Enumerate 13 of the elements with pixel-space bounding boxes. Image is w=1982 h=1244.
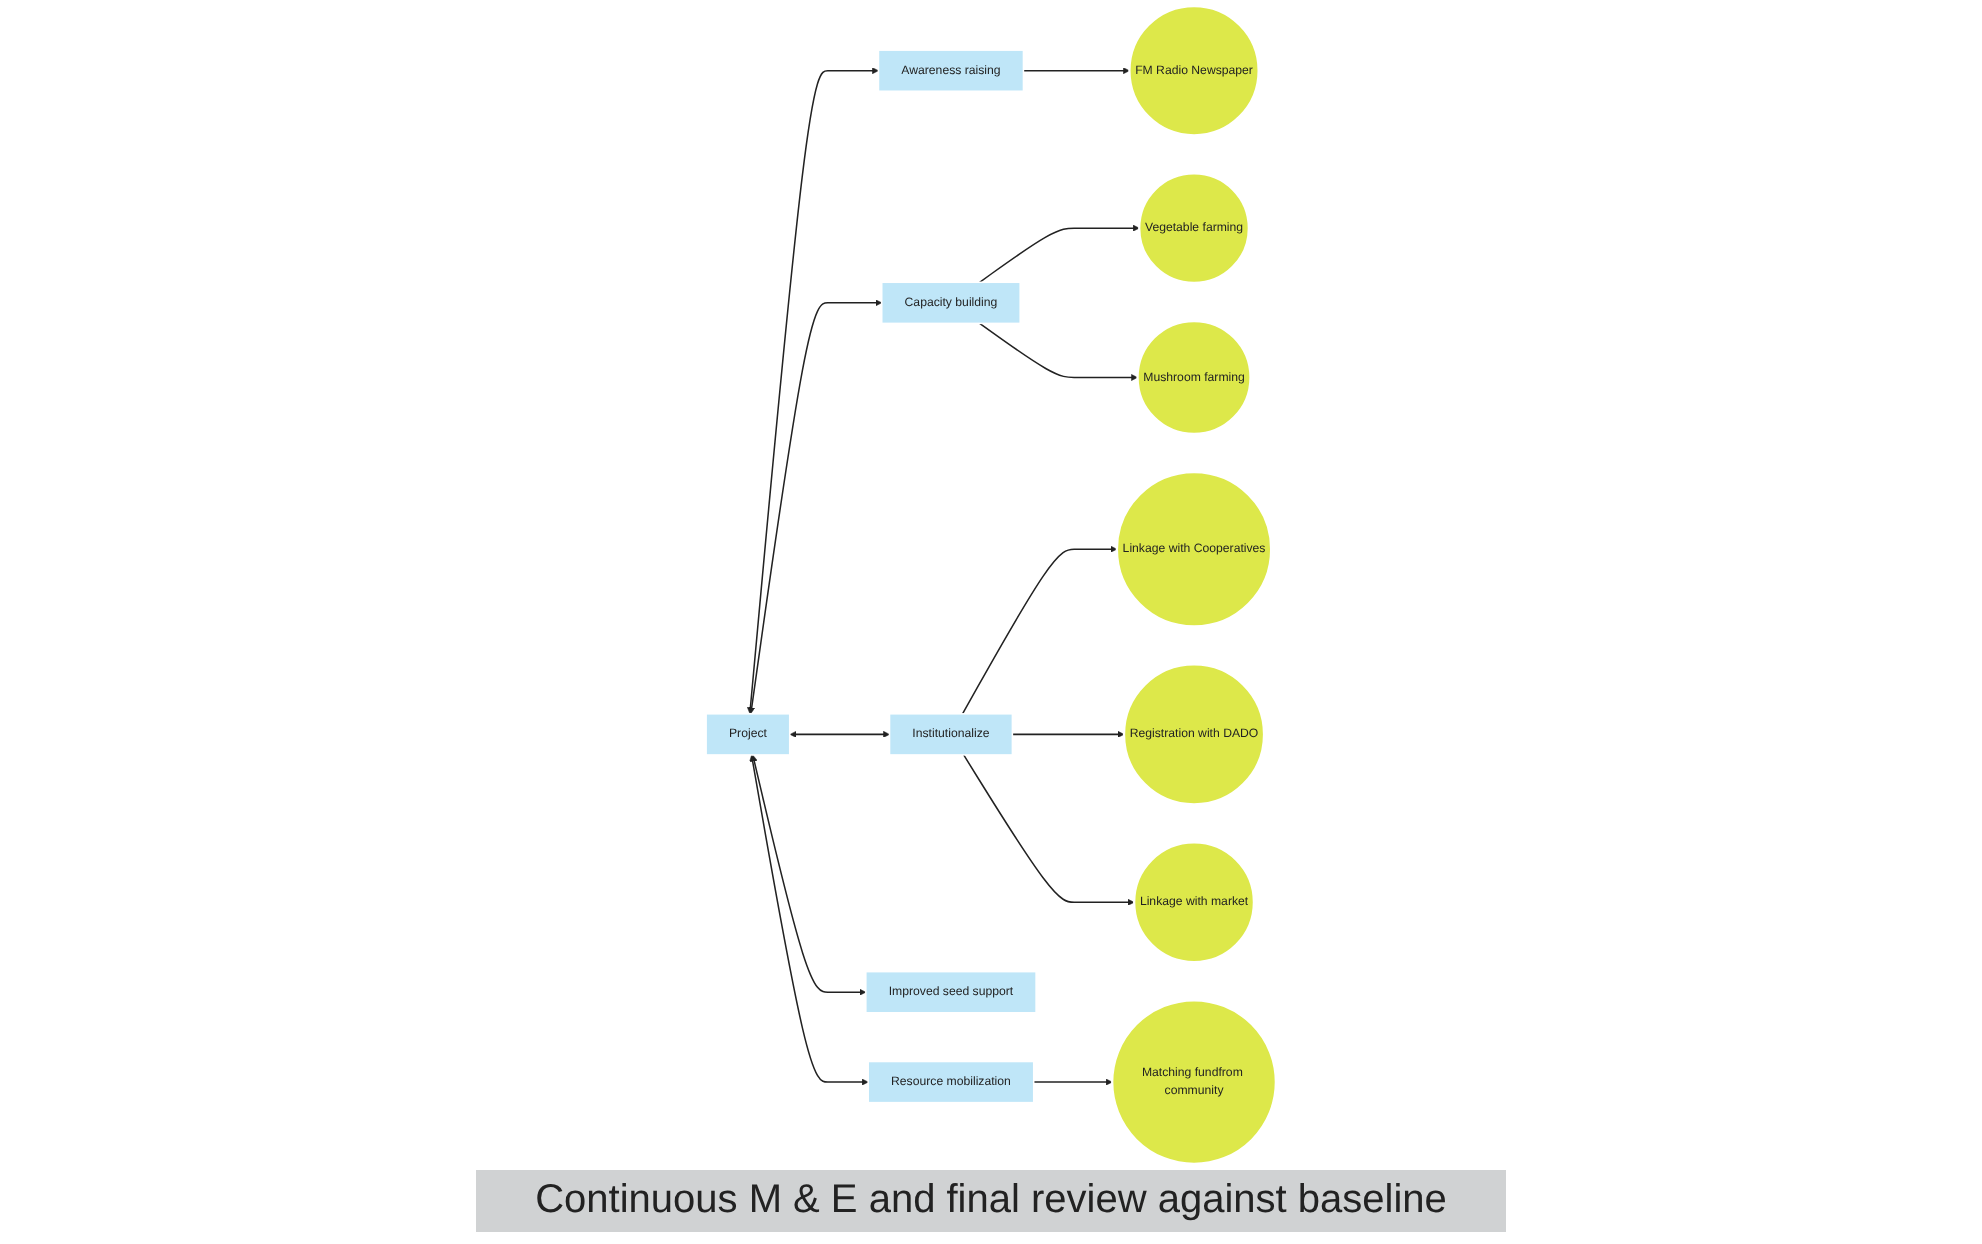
review-banner: Continuous M & E and final review against baseline xyxy=(475,1170,1507,1232)
arrow xyxy=(749,754,869,1086)
arrow xyxy=(747,67,879,714)
arrow xyxy=(962,754,1135,906)
arrow xyxy=(978,224,1140,284)
arrow xyxy=(1032,1078,1113,1086)
arrow xyxy=(978,322,1138,381)
arrow xyxy=(961,545,1118,715)
arrow xyxy=(1022,67,1130,75)
arrow xyxy=(1011,731,1125,738)
arrow xyxy=(748,299,883,714)
arrow xyxy=(750,754,867,996)
arrow xyxy=(789,731,890,738)
